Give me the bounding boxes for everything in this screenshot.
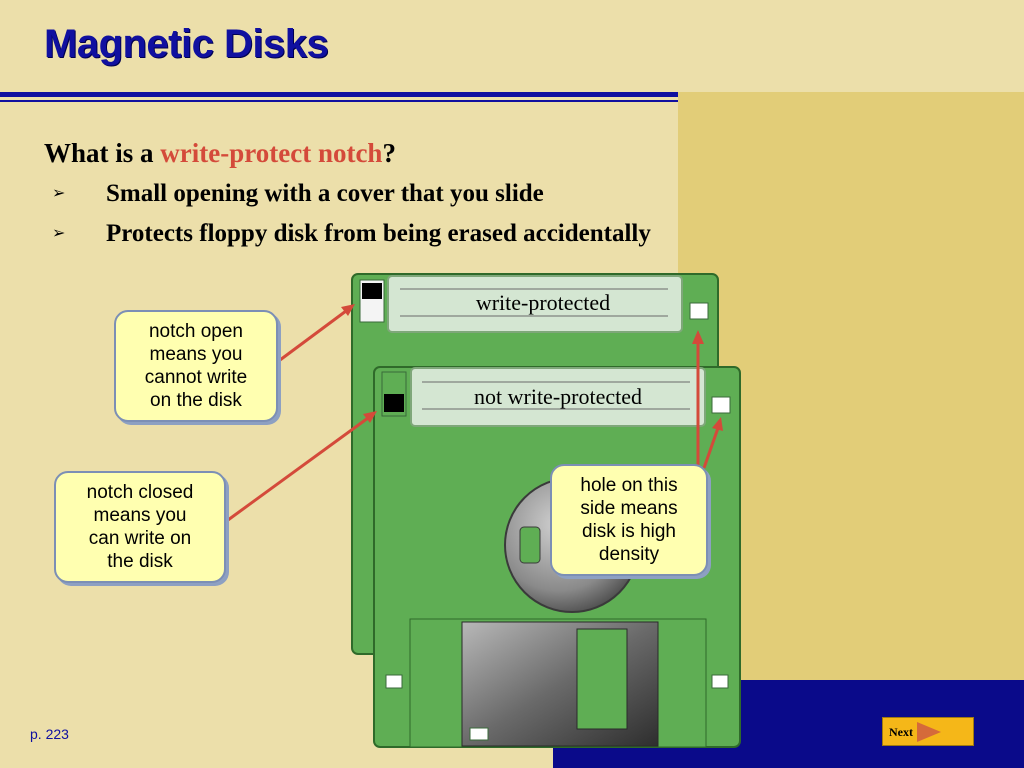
callout-arrows (227, 304, 723, 522)
back-disk-label: write-protected (476, 290, 610, 315)
callout-line: hole on this (580, 475, 678, 496)
callout-density-hole: hole on this side means disk is high den… (550, 464, 708, 576)
callout-line: the disk (107, 551, 173, 572)
callout-line: means you (149, 344, 243, 365)
callout-line: can write on (88, 528, 192, 549)
callout-line: notch open (148, 321, 243, 342)
bullet-item: ➢ Protects floppy disk from being erased … (52, 220, 651, 248)
callout-line: disk is high (582, 521, 676, 542)
callout-line: notch closed (86, 482, 194, 503)
bullet-text: Protects floppy disk from being erased a… (106, 220, 651, 247)
question-suffix: ? (382, 138, 396, 168)
bullet-arrow-icon: ➢ (52, 223, 66, 242)
slide-title: Magnetic Disks (44, 22, 329, 66)
disk-shutter (461, 621, 659, 747)
front-disk-label: not write-protected (474, 384, 642, 409)
back-disk-label-area (387, 275, 683, 333)
bullet-text: Small opening with a cover that you slid… (106, 180, 544, 207)
page-number: p. 223 (30, 726, 69, 742)
next-button-label: Next (889, 725, 913, 739)
density-hole-front (711, 396, 731, 414)
callout-notch-closed: notch closed means you can write on the … (54, 471, 226, 583)
callout-line: on the disk (150, 390, 242, 411)
title-rule-thick (0, 92, 678, 97)
title-rule-thin (0, 100, 678, 102)
callout-line: side means (580, 498, 678, 519)
write-protect-notch-open (362, 283, 382, 299)
question-prefix: What is a (44, 138, 161, 168)
bullet-item: ➢ Small opening with a cover that you sli… (52, 180, 544, 208)
callout-line: cannot write (144, 367, 248, 388)
callout-line: density (598, 544, 660, 565)
callout-notch-open: notch open means you cannot write on the… (114, 310, 278, 422)
bullet-arrow-icon: ➢ (52, 183, 66, 202)
write-protect-notch-closed (384, 394, 404, 412)
question-highlight: write-protect notch (160, 138, 383, 168)
next-arrow-icon (917, 722, 941, 742)
next-button[interactable]: Next (882, 717, 974, 746)
callout-line: means you (93, 505, 187, 526)
density-hole-back (689, 302, 709, 320)
question-text: What is a write-protect notch? (44, 138, 396, 169)
